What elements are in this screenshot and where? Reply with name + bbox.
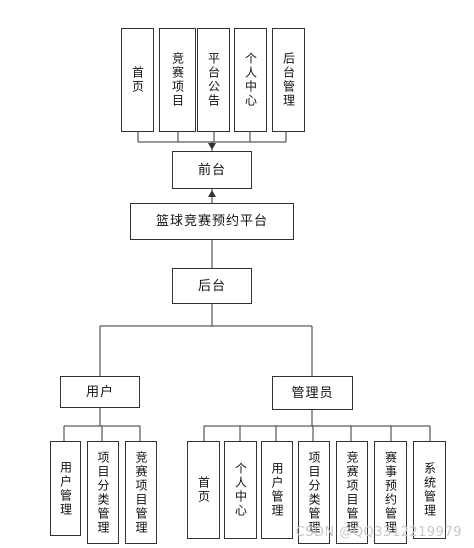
node-admin-competition-management: 竞赛项目管理 [336, 441, 368, 544]
node-admin-system-management: 系统管理 [413, 441, 446, 539]
node-front: 前台 [172, 151, 252, 189]
node-user-category-management: 项目分类管理 [87, 441, 119, 544]
node-label: 个人中心 [233, 462, 248, 518]
node-admin-category-management: 项目分类管理 [298, 441, 330, 544]
node-label: 竞赛项目管理 [134, 450, 148, 535]
node-label: 用户管理 [270, 462, 284, 518]
node-admin-user-management: 用户管理 [261, 441, 293, 539]
node-root: 篮球竞赛预约平台 [130, 203, 294, 240]
node-label: 竞赛项目管理 [345, 450, 359, 535]
node-user-competition-management: 竞赛项目管理 [125, 441, 157, 544]
node-front-profile: 个人中心 [234, 28, 267, 132]
node-label: 平台公告 [206, 52, 221, 108]
connector-admin-children [203, 410, 431, 441]
node-label: 篮球竞赛预约平台 [155, 214, 268, 229]
node-label: 用户管理 [58, 460, 73, 517]
node-label: 后台 [197, 278, 226, 294]
node-label: 赛事预约管理 [383, 450, 398, 535]
arrow-up-to-front [208, 143, 216, 150]
node-front-admin: 后台管理 [272, 28, 305, 132]
node-label: 首页 [196, 476, 211, 504]
node-admin-reservation-management: 赛事预约管理 [374, 441, 407, 544]
node-label: 项目分类管理 [96, 450, 110, 535]
node-label: 系统管理 [422, 462, 437, 518]
watermark: CSDN @QQ3312219979 [295, 525, 462, 540]
node-user: 用户 [60, 376, 140, 408]
node-label: 个人中心 [243, 52, 258, 108]
arrow-up-from-root [208, 190, 216, 197]
node-admin-home: 首页 [187, 441, 220, 539]
node-label: 首页 [130, 66, 145, 94]
connector-back-split [99, 304, 313, 376]
node-label: 管理员 [291, 385, 334, 401]
connector-user-children [63, 408, 141, 441]
connector-front-children [137, 132, 287, 151]
node-front-announcements: 平台公告 [197, 28, 230, 132]
node-back: 后台 [172, 268, 252, 304]
node-admin-profile: 个人中心 [224, 441, 257, 539]
node-label: 后台管理 [281, 52, 296, 108]
node-front-competitions: 竞赛项目 [159, 28, 196, 132]
node-label: 竞赛项目 [170, 52, 185, 108]
node-front-home: 首页 [121, 28, 154, 132]
node-label: 前台 [197, 162, 226, 178]
node-label: 项目分类管理 [307, 450, 321, 535]
node-user-user-management: 用户管理 [50, 441, 81, 536]
node-admin: 管理员 [272, 376, 353, 410]
node-label: 用户 [85, 384, 114, 400]
